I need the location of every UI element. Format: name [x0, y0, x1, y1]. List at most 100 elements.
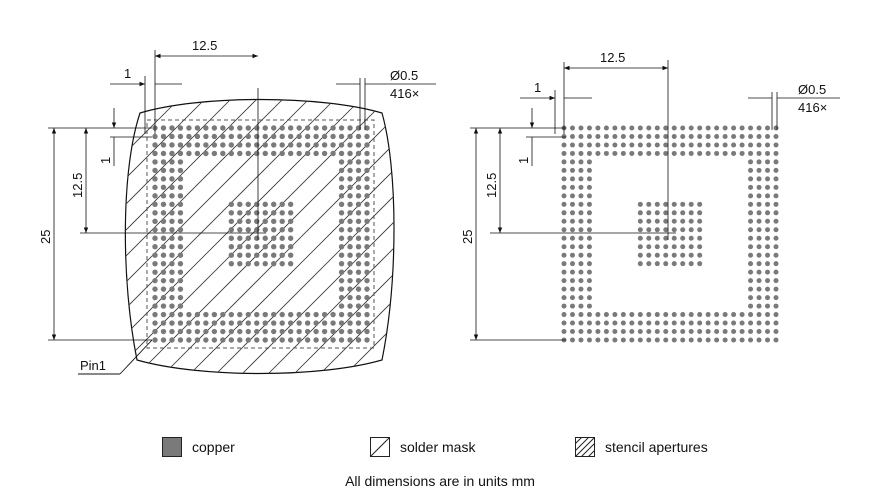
ball-pad [765, 167, 771, 173]
ball-pad [646, 235, 652, 241]
ball-pad [296, 150, 302, 157]
ball-pad [629, 320, 635, 326]
ball-pad [722, 125, 728, 131]
ball-pad [160, 294, 167, 301]
ball-pad [680, 312, 686, 318]
ball-pad [254, 337, 260, 343]
ball-pad [731, 150, 737, 156]
legend-solder-mask: solder mask [370, 436, 475, 458]
ball-pad [773, 269, 779, 275]
ball-pad [160, 159, 167, 165]
ball-pad [228, 235, 235, 241]
ball-pad [765, 133, 771, 139]
ball-pad [748, 125, 754, 131]
hatch-line [125, 99, 319, 374]
ball-pad [245, 252, 251, 258]
ball-pad [773, 286, 779, 292]
ball-pad [262, 311, 268, 318]
ball-pad [688, 244, 694, 250]
ball-pad [646, 201, 652, 207]
ball-pad [748, 210, 754, 216]
ball-pad [313, 337, 319, 343]
ball-pad [330, 320, 336, 326]
ball-pad [152, 150, 158, 157]
ball-pad [347, 277, 353, 284]
ball-pad [748, 261, 754, 267]
ball-pad [688, 252, 694, 258]
ball-pad [364, 244, 370, 250]
ball-pad [338, 277, 345, 284]
ball-pad [646, 218, 652, 224]
ball-pad [271, 244, 277, 250]
ball-count: 416× [390, 86, 419, 101]
ball-pad [671, 210, 677, 216]
ball-pad [739, 329, 745, 335]
ball-pad [595, 125, 601, 131]
ball-pad [254, 201, 260, 208]
ball-pad [765, 218, 771, 224]
ball-pad [561, 329, 567, 335]
hatch-line [287, 99, 394, 374]
ball-pad [271, 311, 277, 318]
ball-pad [347, 244, 353, 250]
ball-pad [304, 311, 311, 318]
dim-pitch-y-right: 12.5 [484, 173, 499, 198]
ball-pad [347, 167, 353, 174]
ball-pad [765, 210, 771, 216]
ball-pad [355, 150, 362, 157]
ball-pad [646, 150, 652, 156]
ball-pad [347, 235, 353, 241]
ball-pad [338, 159, 345, 165]
ball-pad [722, 320, 728, 326]
ball-pad [595, 320, 601, 326]
ball-pad [237, 218, 243, 224]
ball-pad [271, 125, 277, 131]
ball-pad [603, 320, 609, 326]
ball-pad [765, 227, 771, 233]
ball-pad [211, 337, 218, 343]
ball-pad [338, 227, 345, 233]
hatch-line [125, 99, 267, 374]
ball-pad [561, 210, 567, 216]
ball-pad [586, 244, 592, 250]
ball-pad [620, 320, 626, 326]
ball-pad [569, 312, 575, 318]
ball-pad [160, 252, 167, 258]
ball-pad [330, 150, 336, 157]
ball-pad [773, 133, 779, 139]
ball-pad [152, 303, 158, 309]
ball-pad [748, 320, 754, 326]
ball-pad [578, 193, 584, 199]
ball-pad [160, 142, 167, 148]
ball-pad [586, 210, 592, 216]
ball-pad [160, 269, 167, 275]
ball-pad [586, 320, 592, 326]
ball-pad [152, 277, 158, 284]
ball-pad [169, 260, 175, 267]
ball-pad [220, 320, 226, 326]
ball-pad [663, 227, 669, 233]
ball-pad [756, 269, 762, 275]
ball-pad [586, 278, 592, 284]
ball-pad [586, 142, 592, 148]
ball-pad [203, 133, 209, 140]
ball-pad [756, 235, 762, 241]
ball-pad [654, 142, 660, 148]
ball-pad [765, 159, 771, 165]
ball-pad [671, 235, 677, 241]
ball-pad [578, 133, 584, 139]
ball-pad [169, 210, 175, 216]
ball-pad [177, 218, 184, 224]
ball-pad [364, 269, 370, 275]
ball-pad [637, 201, 643, 207]
hatch-line [0, 90, 110, 380]
ball-pad [355, 167, 362, 174]
ball-pad [578, 320, 584, 326]
ball-pad [620, 142, 626, 148]
ball-pad [152, 311, 158, 318]
ball-pad [739, 320, 745, 326]
ball-pad [152, 328, 158, 335]
ball-pad [186, 320, 192, 326]
ball-pad [347, 142, 353, 148]
ball-pad [756, 329, 762, 335]
